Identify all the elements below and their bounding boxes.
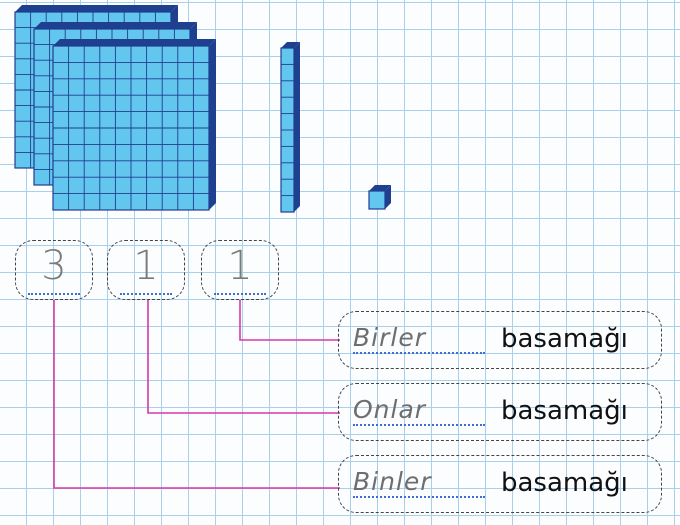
digit-box-thousands: 3 [15,240,93,300]
handwritten-answer: Onlar [353,395,426,424]
digit-dotted-line [120,293,172,295]
handwritten-answer: Binler [353,467,432,496]
place-suffix: basamağı [501,324,628,354]
label-box-onlar: Onlar basamağı [338,383,662,441]
place-suffix: basamağı [501,396,628,426]
connector-tens-to-birler [240,300,340,340]
digit-dotted-line [28,293,80,295]
digit-box-hundreds: 1 [107,240,185,300]
digit-box-tens: 1 [201,240,279,300]
answer-dotted-line [353,496,485,498]
handwritten-answer: Birler [353,323,426,352]
digit-thousands: 3 [16,243,92,289]
label-box-birler: Birler basamağı [338,311,662,369]
digit-dotted-line [214,293,266,295]
connector-thousands-to-binler [54,300,340,488]
digit-tens: 1 [202,243,278,289]
place-suffix: basamağı [501,468,628,498]
answer-dotted-line [353,424,485,426]
label-box-binler: Binler basamağı [338,455,662,513]
answer-dotted-line [353,352,485,354]
digit-hundreds: 1 [108,243,184,289]
connector-hundreds-to-onlar [148,300,340,413]
